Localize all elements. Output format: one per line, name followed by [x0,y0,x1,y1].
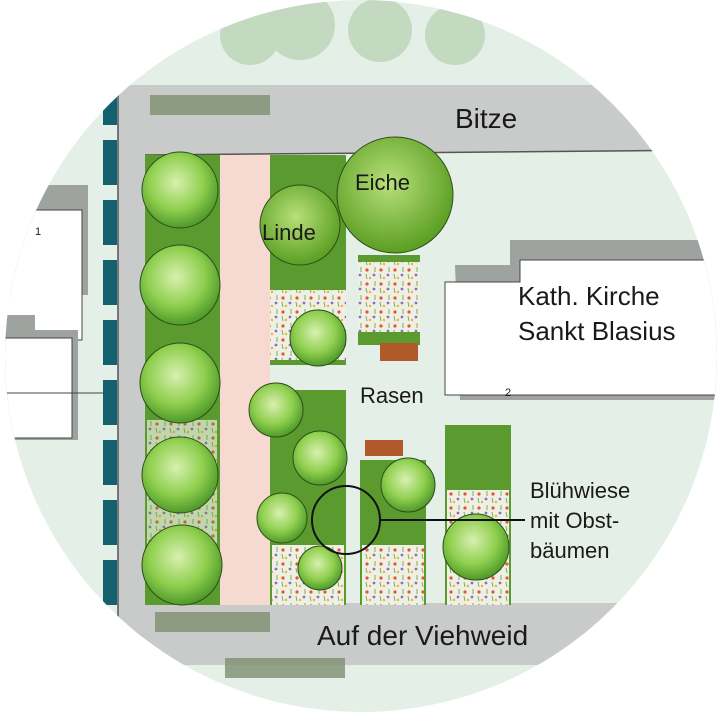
meadow-label-line2: mit Obst- [530,508,619,533]
lawn-label: Rasen [360,383,424,408]
street-label-viehweid: Auf der Viehweid [317,620,528,651]
building-number-2: 2 [505,387,511,399]
bench [380,343,418,361]
building-number-1: 1 [35,226,41,238]
parking-strip [103,80,117,665]
bench [365,440,403,456]
church-label-line2: Sankt Blasius [518,316,676,346]
church-label-line1: Kath. Kirche [518,281,660,311]
church-building: 2 [444,240,717,400]
street-trees [139,151,510,606]
tree-label-linde: Linde [262,220,316,245]
street-label-bitze: Bitze [455,103,517,134]
linde-tree [259,184,341,266]
eiche-tree [336,136,454,254]
meadow-label-line3: bäumen [530,538,610,563]
meadow-label-line1: Blühwiese [530,478,630,503]
tree-label-eiche: Eiche [355,170,410,195]
